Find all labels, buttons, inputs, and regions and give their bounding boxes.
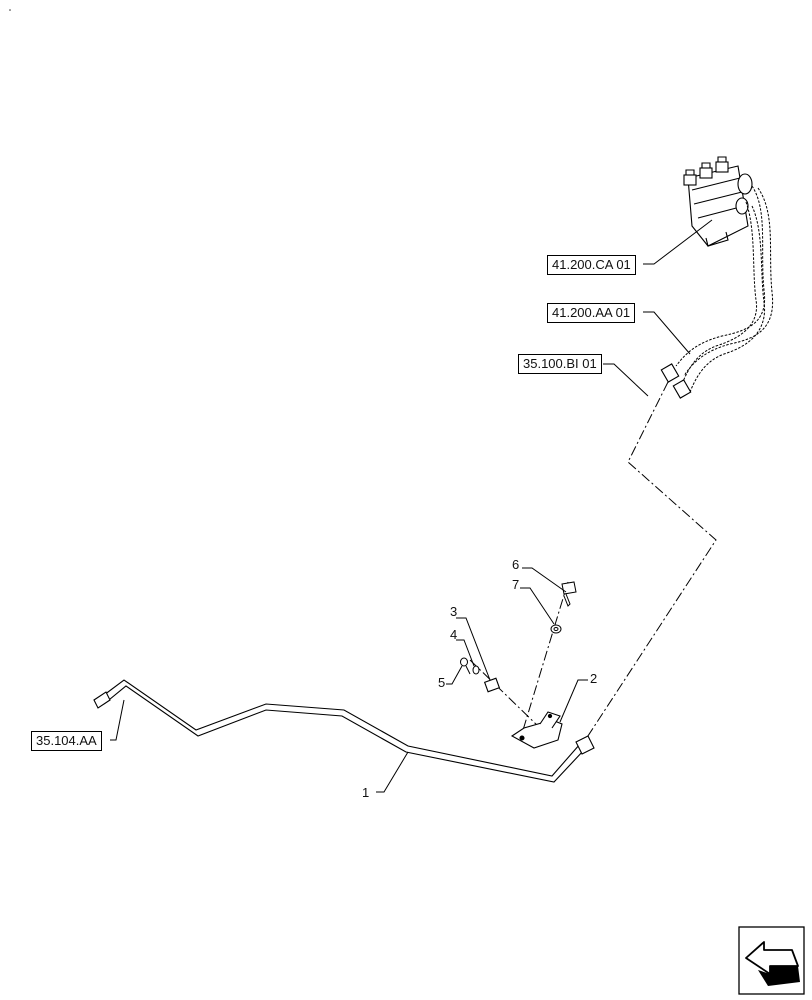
steering-valve-assembly bbox=[683, 156, 753, 247]
hose-fittings bbox=[660, 363, 692, 399]
callout-5: 5 bbox=[438, 675, 446, 690]
callout-3: 3 bbox=[450, 604, 458, 619]
washer-small bbox=[472, 665, 480, 675]
bracket bbox=[510, 711, 563, 749]
callout-2: 2 bbox=[590, 671, 598, 686]
callout-leaders bbox=[376, 567, 588, 793]
center-lines bbox=[469, 381, 717, 743]
bolt bbox=[561, 581, 577, 607]
screw bbox=[460, 657, 471, 675]
callout-6: 6 bbox=[512, 557, 520, 572]
corner-dot bbox=[9, 9, 11, 11]
callout-1: 1 bbox=[362, 785, 370, 800]
washer bbox=[550, 624, 562, 634]
hydraulic-tube bbox=[93, 679, 595, 783]
clip bbox=[483, 677, 501, 693]
hydraulic-hoses bbox=[675, 185, 774, 393]
callout-4: 4 bbox=[450, 627, 458, 642]
next-page-arrow-icon[interactable] bbox=[738, 926, 805, 995]
ref-41-200-ca-01[interactable]: 41.200.CA 01 bbox=[547, 255, 636, 275]
callout-7: 7 bbox=[512, 577, 520, 592]
ref-41-200-aa-01[interactable]: 41.200.AA 01 bbox=[547, 303, 636, 323]
ref-35-100-bi-01[interactable]: 35.100.BI 01 bbox=[518, 354, 602, 374]
ref-35-104-aa[interactable]: 35.104.AA bbox=[31, 731, 102, 751]
reference-leaders bbox=[110, 219, 713, 741]
